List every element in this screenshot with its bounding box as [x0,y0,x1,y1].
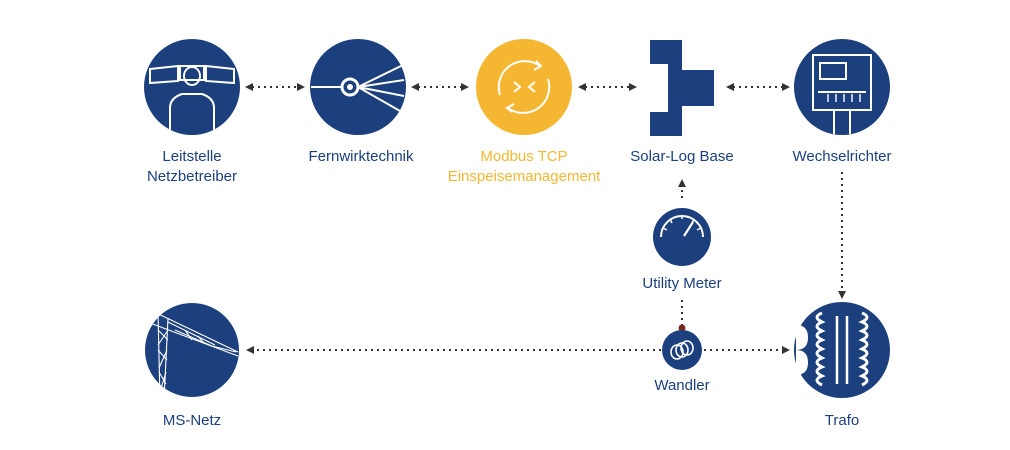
label-utility-meter: Utility Meter [642,274,721,294]
label-trafo: Trafo [825,411,859,431]
arrowhead [838,291,846,299]
arrowhead [678,179,686,187]
label-utility-meter-line1: Utility Meter [642,275,722,292]
inverter-icon [794,39,890,135]
label-wechselrichter: Wechselrichter [793,147,892,167]
label-wandler: Wandler [654,376,709,396]
label-leitstelle: Leitstelle Netzbetreiber [147,147,237,187]
label-ms-netz: MS-Netz [163,411,221,431]
gauge-icon [653,208,711,266]
arrowhead [578,83,586,91]
arrowhead [297,83,305,91]
label-modbus: Modbus TCP Einspeisemanagement [448,147,601,187]
transformer-icon [794,302,890,398]
label-wandler-line1: Wandler [654,377,710,394]
arrowhead [246,346,254,354]
connectors [252,86,843,351]
label-leitstelle-line1: Leitstelle [162,148,222,165]
label-modbus-line2: Einspeisemanagement [447,168,601,185]
label-fernwirktechnik-line1: Fernwirktechnik [308,148,414,165]
label-leitstelle-line2: Netzbetreiber [146,168,238,185]
arrowhead [629,83,637,91]
arrowhead [726,83,734,91]
label-wechselrichter-line1: Wechselrichter [792,148,892,165]
label-fernwirktechnik: Fernwirktechnik [308,147,413,167]
arrowhead [782,83,790,91]
arrowhead [245,83,253,91]
label-ms-netz-line1: MS-Netz [162,412,222,429]
label-solarlog: Solar-Log Base [630,147,733,167]
solar-log-base-icon [650,40,714,136]
arrowhead [411,83,419,91]
power-pylon-icon [145,303,239,397]
modbus-sync-icon [476,39,572,135]
junction-dot [678,324,686,332]
arrowhead [782,346,790,354]
arrowhead [461,83,469,91]
telecontrol-icon [310,39,406,135]
label-trafo-line1: Trafo [824,412,860,429]
current-transformer-icon [662,330,702,370]
label-solarlog-line1: Solar-Log Base [630,148,734,165]
operator-monitors-icon [144,39,240,135]
label-modbus-line1: Modbus TCP [480,148,568,165]
arrowheads [245,83,846,354]
